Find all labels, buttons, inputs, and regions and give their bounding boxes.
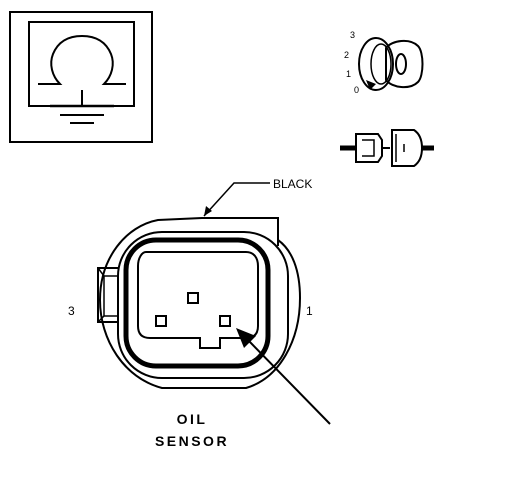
component-name-line1: OIL <box>177 411 208 427</box>
oil-pressure-sensor-ground-icon <box>9 11 153 143</box>
key-position-1: 1 <box>346 69 351 79</box>
terminal-pointer-arrow <box>236 328 331 425</box>
terminal-1 <box>219 315 231 327</box>
key-position-2: 2 <box>344 50 349 60</box>
key-position-3: 3 <box>350 30 355 40</box>
terminal-3 <box>155 315 167 327</box>
component-name-line2: SENSOR <box>155 433 229 449</box>
wire-color-callout: BLACK <box>203 177 312 217</box>
ignition-key-icon: 3 2 1 0 <box>344 30 424 95</box>
key-position-0: 0 <box>354 85 359 95</box>
component-name: OIL SENSOR <box>155 411 229 449</box>
wire-color-label: BLACK <box>273 177 312 191</box>
terminal-2 <box>187 292 199 304</box>
oil-sensor-connector: 3 1 <box>68 217 313 389</box>
pin-3-label: 3 <box>68 304 75 318</box>
pin-1-label: 1 <box>306 304 313 318</box>
connector-side-view-icon <box>340 129 434 167</box>
